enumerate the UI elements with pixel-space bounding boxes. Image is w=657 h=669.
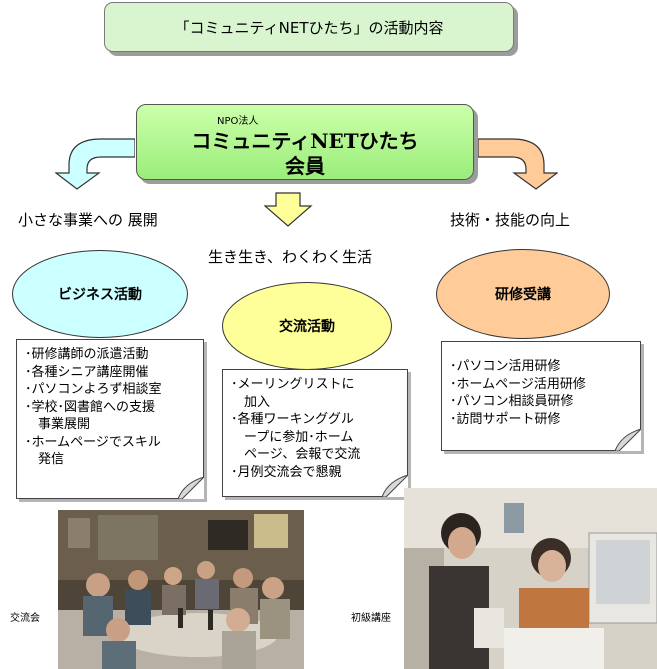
list-item: ･学校･図書館への支援	[25, 399, 156, 415]
list-item: 加入	[231, 394, 271, 410]
list-item: ープに参加･ホーム	[231, 429, 354, 445]
page-curl-icon	[615, 429, 641, 451]
left-curved-arrow-icon	[55, 138, 135, 190]
heading-skill-improvement: 技術・技能の向上	[450, 211, 571, 229]
diagram-title: 「コミュニティNETひたち」の活動内容	[174, 18, 444, 37]
heading-small-business: 小さな事業への 展開	[18, 211, 158, 229]
exchange-activity-label: 交流活動	[279, 319, 335, 335]
exchange-activity-note: ･メーリングリストに 加入 ･各種ワーキンググル ープに参加･ホーム ページ、会…	[222, 369, 408, 497]
member-box: NPO法人 コミュニティNETひたち 会員	[136, 104, 474, 180]
right-curved-arrow-icon	[478, 138, 558, 190]
member-org-name: コミュニティNETひたち	[191, 129, 419, 153]
list-item: ･パソコンよろず相談室	[25, 382, 162, 397]
list-item: ･研修講師の派遣活動	[25, 347, 149, 362]
class-photo	[404, 488, 657, 669]
list-item: ･ホームページでスキル	[25, 434, 161, 450]
list-item: ページ、会報で交流	[231, 447, 361, 462]
list-item: ･各種ワーキンググル	[231, 412, 354, 427]
list-item: ･メーリングリストに	[231, 377, 355, 392]
list-item: ･訪問サポート研修	[450, 411, 561, 427]
list-item: 発信	[25, 452, 65, 467]
list-item: ･パソコン相談員研修	[450, 394, 574, 409]
page-curl-icon	[178, 477, 204, 499]
list-item: ･月例交流会で懇親	[231, 464, 342, 480]
member-suffix: 会員	[285, 154, 325, 178]
business-activity-note: ･研修講師の派遣活動 ･各種シニア講座開催 ･パソコンよろず相談室 ･学校･図書…	[16, 339, 204, 499]
heading-lively-life: 生き生き、わくわく生活	[208, 248, 372, 266]
list-item: 事業展開	[25, 417, 91, 432]
class-photo-caption: 初級講座	[351, 613, 391, 624]
business-activity-label: ビジネス活動	[58, 287, 142, 303]
exchange-activity-ellipse: 交流活動	[222, 282, 392, 370]
list-item: ･ホームページ活用研修	[450, 376, 586, 392]
down-arrow-icon	[264, 192, 313, 227]
page-curl-icon	[382, 475, 408, 497]
training-activity-label: 研修受講	[495, 287, 551, 303]
party-photo	[58, 510, 304, 669]
party-photo-caption: 交流会	[10, 613, 40, 624]
business-activity-ellipse: ビジネス活動	[12, 250, 188, 338]
training-activity-ellipse: 研修受講	[436, 249, 610, 339]
npo-label: NPO法人	[217, 116, 259, 127]
training-activity-note: ･パソコン活用研修 ･ホームページ活用研修 ･パソコン相談員研修 ･訪問サポート…	[441, 341, 641, 451]
diagram-title-box: 「コミュニティNETひたち」の活動内容	[104, 2, 514, 52]
list-item: ･パソコン活用研修	[450, 359, 561, 374]
list-item: ･各種シニア講座開催	[25, 364, 149, 380]
